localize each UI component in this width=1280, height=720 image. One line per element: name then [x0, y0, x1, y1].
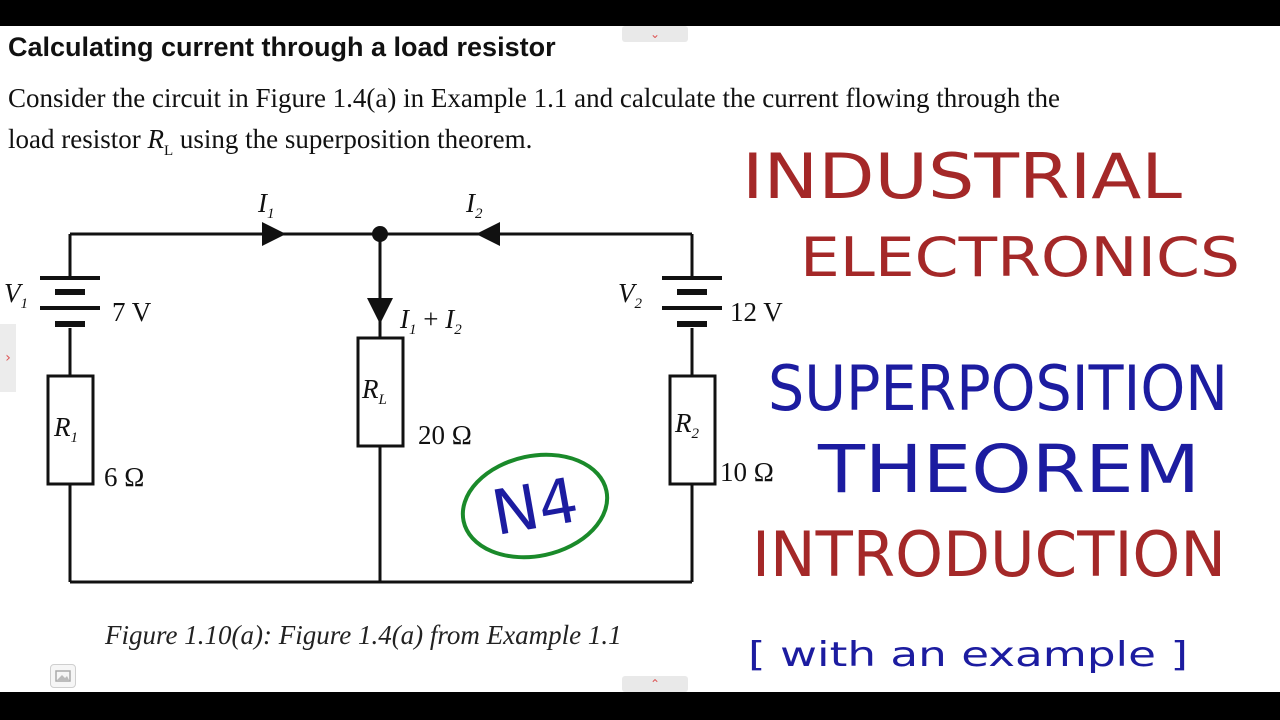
- figure-caption: Figure 1.10(a): Figure 1.4(a) from Examp…: [105, 620, 622, 650]
- paragraph-text-b: using the superposition theorem.: [173, 124, 533, 154]
- chevron-up-icon: ⌃: [649, 677, 661, 691]
- annotation-electronics: ELECTRONICS: [800, 226, 1240, 289]
- resistor-rl: [356, 336, 405, 448]
- battery-v1: [40, 276, 100, 327]
- label-rl: RL: [361, 374, 387, 408]
- chevron-right-icon: ›: [5, 350, 11, 366]
- rl-subscript: L: [163, 143, 174, 159]
- label-v1: V1: [4, 278, 28, 312]
- battery-v2: [662, 276, 722, 327]
- label-isum: I1 + I2: [399, 304, 462, 338]
- section-heading: Calculating current through a load resis…: [8, 32, 556, 62]
- badge-circle: [460, 452, 610, 560]
- label-i2: I2: [465, 188, 483, 222]
- arrow-i1: [262, 222, 286, 246]
- value-rl: 20 Ω: [418, 420, 472, 450]
- junction-node: [372, 226, 388, 242]
- value-v2: 12 V: [730, 297, 783, 327]
- document-page: ⌄ Calculating current through a load res…: [0, 26, 1280, 692]
- handwritten-annotations: INDUSTRIAL ELECTRONICS SUPERPOSITION THE…: [460, 140, 1240, 675]
- chevron-down-icon: ⌄: [649, 27, 661, 41]
- annotation-theorem: THEOREM: [817, 431, 1200, 508]
- collapse-toggle-bottom[interactable]: ⌃: [622, 676, 688, 692]
- arrow-isum: [367, 298, 393, 324]
- value-v1: 7 V: [112, 297, 152, 327]
- rl-symbol: R: [147, 124, 164, 154]
- resistor-r1: [46, 374, 95, 486]
- collapse-toggle-top[interactable]: ⌄: [622, 26, 688, 42]
- paragraph-text-a: load resistor: [8, 124, 148, 154]
- annotation-industrial: INDUSTRIAL: [742, 140, 1183, 213]
- paragraph-line-2: load resistor RL using the superposition…: [8, 124, 533, 159]
- label-r2: R2: [674, 408, 700, 442]
- badge-n4: N4: [486, 463, 583, 550]
- image-view-button[interactable]: [50, 664, 76, 688]
- annotation-with-example: [ with an example ]: [748, 635, 1188, 675]
- side-panel-toggle[interactable]: ›: [0, 324, 16, 392]
- annotation-introduction: INTRODUCTION: [752, 518, 1226, 591]
- value-r2: 10 Ω: [720, 457, 774, 487]
- resistor-r2: [668, 374, 717, 486]
- label-v2: V2: [618, 278, 643, 312]
- value-r1: 6 Ω: [104, 462, 144, 492]
- annotation-superposition: SUPERPOSITION: [768, 352, 1228, 425]
- circuit-diagram: I1 I2 I1 + I2 V1 7 V V2 12 V R1 6 Ω RL 2…: [4, 188, 783, 584]
- paragraph-line-1: Consider the circuit in Figure 1.4(a) in…: [8, 83, 1060, 113]
- label-i1: I1: [257, 188, 275, 222]
- arrow-i2: [476, 222, 500, 246]
- image-icon: [55, 670, 71, 682]
- label-r1: R1: [53, 412, 78, 446]
